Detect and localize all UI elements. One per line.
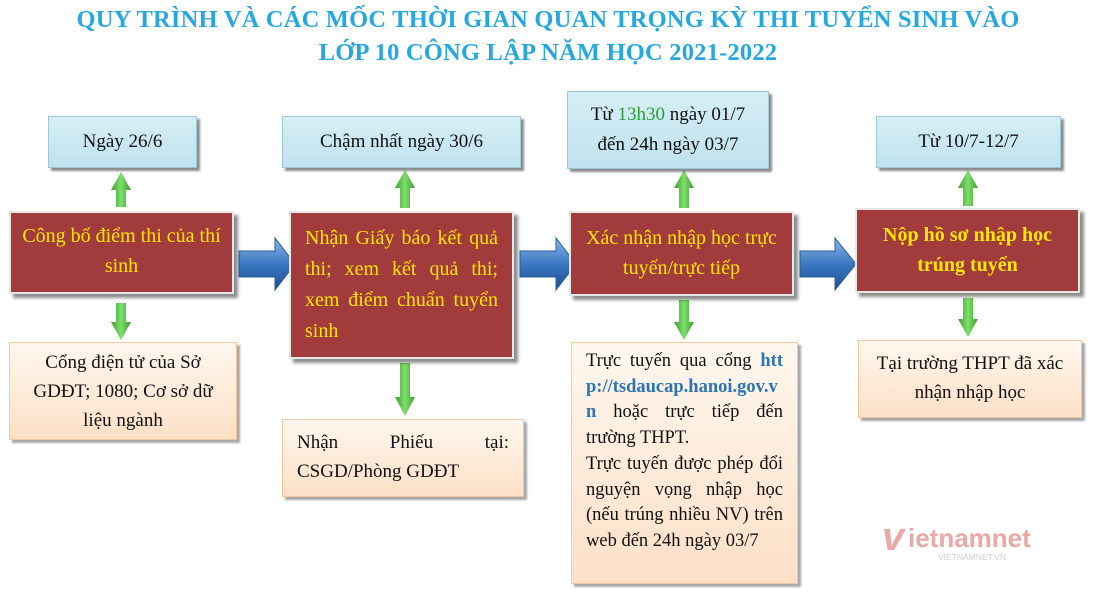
date-text-1: Ngày 26/6 bbox=[82, 131, 163, 152]
diagram-title-line1: QUY TRÌNH VÀ CÁC MỐC THỜI GIAN QUAN TRỌN… bbox=[76, 6, 1020, 33]
note-box-1: Cổng điện tử của Sở GDĐT; 1080; Cơ sở dữ… bbox=[9, 342, 237, 440]
date-time-3: 13h30 bbox=[617, 104, 665, 125]
action-box-1: Công bố điểm thi của thí sinh bbox=[9, 211, 234, 294]
note-text-1: Cổng điện tử của Sở GDĐT; 1080; Cơ sở dữ… bbox=[33, 352, 213, 431]
action-text-4: Nộp hồ sơ nhập học trúng tuyển bbox=[883, 224, 1052, 276]
diagram-title-line2: LỚP 10 CÔNG LẬP NĂM HỌC 2021-2022 bbox=[318, 39, 778, 66]
date-box-4: Từ 10/7-12/7 bbox=[876, 116, 1061, 168]
date-box-3: Từ 13h30 ngày 01/7 đến 24h ngày 03/7 bbox=[567, 91, 769, 169]
action-box-2: Nhận Giấy báo kết quả thi; xem kết quả t… bbox=[289, 211, 514, 359]
note-p1-after-3: hoặc trực tiếp đến trường THPT. bbox=[586, 402, 783, 448]
note-box-3: Trực tuyến qua cổng http://tsdaucap.hano… bbox=[571, 342, 798, 584]
green-arrow-up-1 bbox=[111, 172, 131, 207]
watermark-domain: VIETNAMNET.VN bbox=[938, 552, 1006, 562]
date-text-4: Từ 10/7-12/7 bbox=[918, 131, 1019, 152]
date-box-1: Ngày 26/6 bbox=[48, 116, 197, 168]
green-arrow-down-3 bbox=[674, 300, 694, 340]
green-arrow-up-4 bbox=[958, 170, 978, 206]
action-text-1: Công bố điểm thi của thí sinh bbox=[22, 225, 221, 277]
date-prefix-3: Từ bbox=[590, 104, 613, 125]
watermark-brand: ietnamnet bbox=[908, 523, 1031, 553]
date-line1-3: Từ 13h30 ngày 01/7 bbox=[591, 100, 745, 130]
action-box-3: Xác nhận nhập học trực tuyến/trực tiếp bbox=[569, 211, 794, 296]
date-text-2: Chậm nhất ngày 30/6 bbox=[319, 131, 484, 152]
green-arrow-down-4 bbox=[958, 298, 978, 337]
blue-arrow-3 bbox=[799, 236, 857, 292]
green-arrow-up-2 bbox=[395, 170, 415, 208]
note-box-2: Nhận Phiếu tại: CSGD/Phòng GDĐT bbox=[282, 419, 524, 497]
blue-arrow-2 bbox=[519, 236, 577, 292]
green-arrow-up-3 bbox=[674, 170, 694, 208]
action-box-4: Nộp hồ sơ nhập học trúng tuyển bbox=[855, 208, 1080, 293]
vietnamnet-watermark: v ietnamnet VIETNAMNET.VN bbox=[880, 512, 1050, 564]
date-line2-3: đến 24h ngày 03/7 bbox=[597, 134, 739, 155]
watermark-brand-v: v bbox=[882, 515, 907, 559]
note-box-4: Tại trường THPT đã xác nhận nhập học bbox=[858, 340, 1082, 418]
action-text-2: Nhận Giấy báo kết quả thi; xem kết quả t… bbox=[305, 227, 498, 342]
date-box-2: Chậm nhất ngày 30/6 bbox=[282, 116, 521, 168]
note-text-4: Tại trường THPT đã xác nhận nhập học bbox=[876, 353, 1064, 403]
note-p2-3: Trực tuyến được phép đổi nguyện vọng nhậ… bbox=[586, 454, 783, 551]
green-arrow-down-1 bbox=[111, 303, 131, 340]
action-text-3: Xác nhận nhập học trực tuyến/trực tiếp bbox=[586, 227, 777, 279]
date-rest-3: ngày 01/7 bbox=[669, 104, 746, 125]
note-text-2: Nhận Phiếu tại: CSGD/Phòng GDĐT bbox=[297, 432, 509, 482]
green-arrow-down-2 bbox=[395, 363, 415, 416]
note-p1-before-3: Trực tuyến qua cổng bbox=[586, 351, 752, 371]
vietnamnet-logo: v ietnamnet VIETNAMNET.VN bbox=[882, 515, 1031, 562]
portal-link[interactable]: http://tsdaucap.hanoi.gov.vn bbox=[586, 351, 783, 422]
blue-arrow-1 bbox=[238, 236, 296, 292]
